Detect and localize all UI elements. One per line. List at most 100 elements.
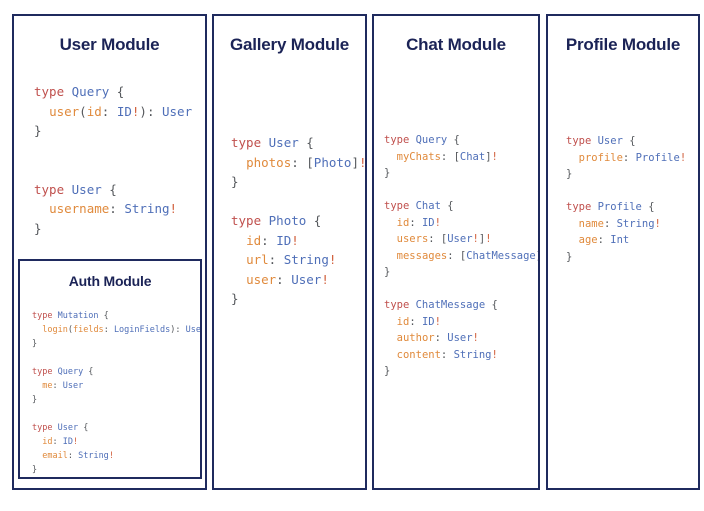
- code-line: type Profile {: [566, 199, 686, 216]
- module-panel-gallery[interactable]: Gallery Module type User { photos: [Phot…: [212, 14, 367, 490]
- code-token: !: [679, 151, 687, 164]
- code-token: [384, 349, 397, 361]
- code-token: !: [485, 233, 492, 245]
- code-token: [32, 381, 42, 391]
- code-token: ):: [170, 325, 186, 335]
- code-token: {: [485, 299, 498, 311]
- code-token: me: [42, 381, 53, 391]
- code-token: login: [42, 325, 68, 335]
- code-token: User: [268, 135, 299, 150]
- code-token: id: [396, 216, 410, 229]
- code-token: User: [447, 233, 473, 245]
- code-token: :: [101, 103, 117, 119]
- code-token: type: [384, 299, 416, 311]
- code-token: }: [566, 168, 573, 180]
- code-token: [34, 104, 49, 119]
- code-token: {: [78, 423, 89, 433]
- code-token: String: [124, 201, 170, 216]
- code-token: : [: [440, 150, 460, 163]
- code-line: [32, 407, 200, 421]
- code-token: !: [491, 348, 498, 361]
- code-token: :: [276, 271, 292, 287]
- module-panel-auth[interactable]: Auth Module type Mutation { login(fields…: [18, 259, 202, 479]
- code-token: User: [57, 423, 79, 433]
- code-line: [384, 281, 538, 298]
- code-token: :: [52, 381, 63, 391]
- code-token: }: [231, 174, 239, 189]
- code-token: messages: [396, 249, 448, 262]
- code-line: type ChatMessage {: [384, 297, 538, 314]
- code-line: [34, 141, 192, 161]
- code-token: ID: [276, 232, 292, 248]
- code-token: [566, 185, 572, 197]
- code-line: }: [231, 289, 365, 309]
- code-token: {: [622, 135, 636, 147]
- code-token: User: [162, 103, 193, 119]
- code-token: :: [103, 325, 114, 335]
- code-token: LoginFields: [113, 325, 171, 335]
- code-token: !: [358, 154, 367, 170]
- code-line: type Query {: [34, 82, 192, 102]
- code-token: Chat: [459, 150, 486, 163]
- code-token: :: [440, 348, 454, 361]
- code-token: }: [384, 167, 391, 179]
- code-line: me: User: [32, 379, 200, 393]
- module-panel-profile[interactable]: Profile Module type User { profile: Prof…: [546, 14, 700, 490]
- code-token: ]: [478, 233, 486, 245]
- code-token: type: [384, 200, 416, 212]
- code-token: User: [185, 325, 201, 335]
- code-line: login(fields: LoginFields): User: [32, 323, 201, 337]
- code-token: !: [131, 103, 140, 119]
- module-panel-user[interactable]: User Module type Query { user(id: ID!): …: [12, 14, 207, 490]
- code-token: [32, 325, 42, 335]
- code-token: : [: [447, 249, 467, 262]
- code-line: type User {: [231, 133, 365, 153]
- code-token: }: [384, 365, 391, 377]
- code-token: !: [321, 271, 329, 287]
- code-token: !: [291, 232, 299, 248]
- code-token: }: [566, 250, 573, 263]
- code-token: id: [246, 232, 262, 248]
- code-token: photos: [246, 154, 292, 170]
- code-token: {: [98, 311, 109, 321]
- code-token: User: [447, 332, 473, 344]
- code-line: }: [231, 172, 365, 192]
- code-token: type: [34, 181, 72, 197]
- schema-code-chat: type Query { myChats: [Chat]!} type Chat…: [384, 132, 538, 380]
- code-token: {: [440, 200, 454, 212]
- code-token: [566, 152, 579, 164]
- code-token: [384, 217, 397, 229]
- schema-code-profile: type User { profile: Profile!} type Prof…: [566, 133, 686, 265]
- module-panel-chat[interactable]: Chat Module type Query { myChats: [Chat]…: [372, 14, 540, 490]
- code-token: }: [231, 291, 239, 306]
- code-token: {: [641, 201, 655, 213]
- code-token: (: [79, 103, 87, 119]
- code-token: Query: [71, 84, 110, 99]
- code-token: url: [246, 252, 269, 267]
- code-token: !: [73, 437, 79, 447]
- code-token: :: [261, 232, 277, 248]
- code-token: :: [52, 437, 63, 447]
- code-token: : [: [291, 154, 314, 170]
- code-token: type: [231, 135, 269, 150]
- code-token: :: [409, 216, 422, 229]
- code-token: profile: [578, 151, 623, 164]
- code-token: ]: [485, 150, 492, 163]
- code-line: user(id: ID!): User: [34, 102, 192, 122]
- code-line: id: ID!: [384, 215, 538, 232]
- code-token: :: [409, 315, 422, 328]
- code-line: }: [34, 219, 192, 239]
- code-token: Photo: [268, 213, 307, 228]
- code-line: [384, 182, 538, 199]
- code-line: content: String!: [384, 347, 538, 364]
- code-token: [32, 451, 42, 461]
- code-token: type: [34, 84, 72, 99]
- code-line: [34, 160, 192, 180]
- code-token: ID: [421, 315, 435, 328]
- code-token: ID: [116, 103, 132, 119]
- code-line: profile: Profile!: [566, 150, 687, 167]
- code-token: [566, 234, 579, 246]
- code-token: ]: [536, 250, 538, 262]
- code-token: [384, 316, 397, 328]
